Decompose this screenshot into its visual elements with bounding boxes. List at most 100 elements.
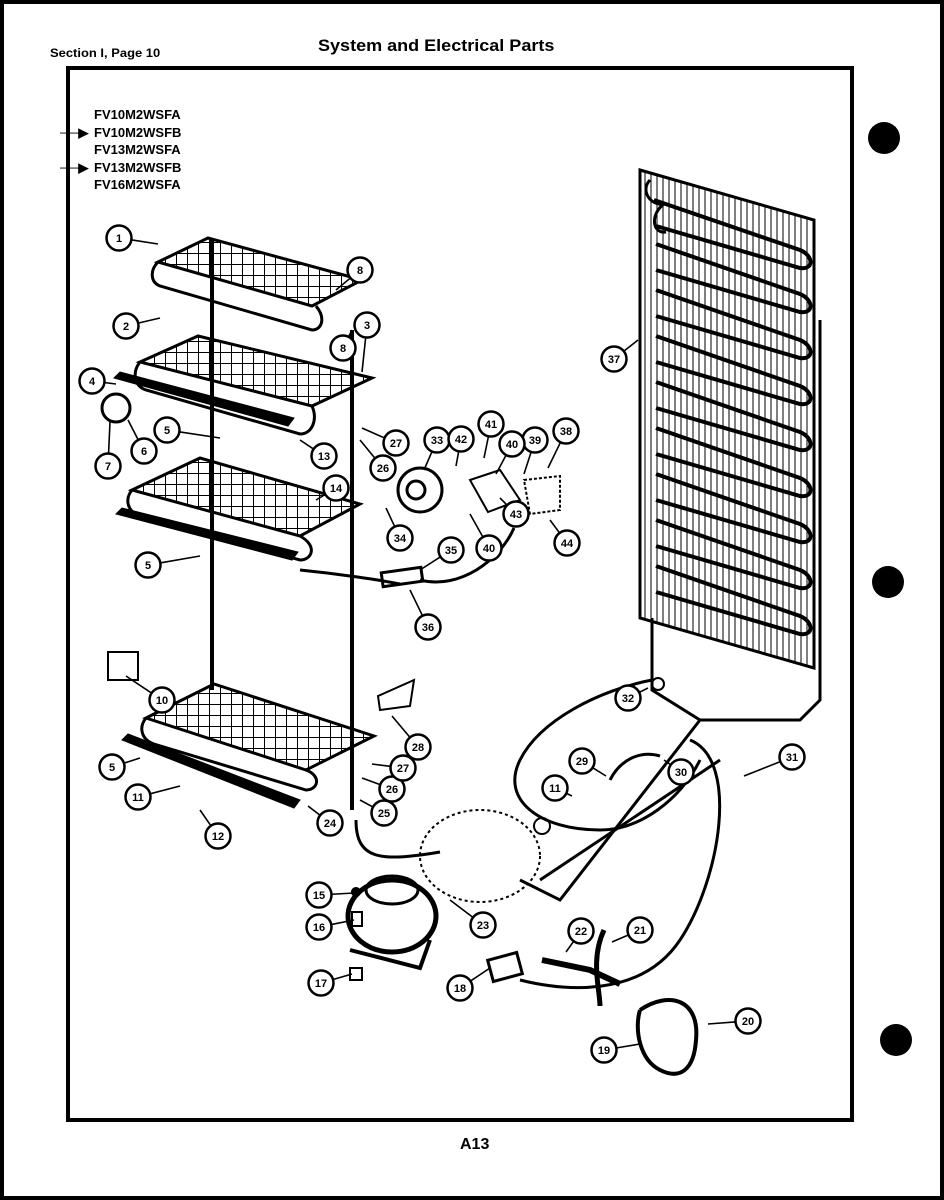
- callout-circle: [382, 429, 410, 457]
- leader-line: [371, 763, 391, 768]
- callout-10: 10: [125, 675, 176, 714]
- callout-37: 37: [600, 339, 639, 373]
- leader-line: [335, 277, 351, 291]
- leader-line: [707, 1021, 736, 1025]
- condenser-fan-assembly: [485, 928, 699, 1076]
- callout-2: 2: [112, 312, 161, 340]
- callout-number: 14: [330, 483, 343, 495]
- leader-line: [566, 792, 573, 797]
- callout-circle: [124, 783, 152, 811]
- leader-line: [385, 507, 396, 527]
- callout-circle: [600, 345, 628, 373]
- leader-line: [104, 381, 117, 385]
- leader-line: [523, 452, 532, 475]
- callout-43: 43: [499, 497, 530, 528]
- callout-number: 5: [145, 560, 151, 572]
- callout-28: 28: [391, 715, 432, 761]
- callout-number: 16: [313, 922, 325, 934]
- leader-line: [131, 239, 159, 245]
- callout-number: 22: [575, 926, 587, 938]
- arrow-right-icon: ──▶: [60, 124, 89, 140]
- compressor: [345, 809, 541, 971]
- callout-19: 19: [590, 1036, 641, 1064]
- callout-circle: [353, 311, 381, 339]
- callout-circle: [322, 474, 350, 502]
- callout-number: 26: [377, 463, 389, 475]
- diagram-frame: [66, 66, 854, 1122]
- leader-line: [391, 715, 411, 738]
- callout-number: 8: [340, 343, 346, 355]
- evaporator-shelf: [150, 236, 367, 332]
- binder-hole-icon: [872, 566, 904, 598]
- shelf-rack: [113, 236, 378, 810]
- leader-line: [549, 519, 560, 534]
- model-list: FV10M2WSFA ──▶FV10M2WSFB FV13M2WSFA ──▶F…: [60, 106, 182, 194]
- callout-42: 42: [447, 425, 475, 467]
- leader-line: [611, 934, 629, 943]
- leader-line: [409, 589, 424, 616]
- callout-circle: [130, 437, 158, 465]
- callout-number: 42: [455, 434, 467, 446]
- callout-number: 5: [109, 762, 115, 774]
- binder-hole-icon: [880, 1024, 912, 1056]
- callout-circle: [94, 452, 122, 480]
- leader-line: [483, 436, 490, 459]
- model-number: ──▶FV13M2WSFB: [60, 159, 182, 175]
- callout-number: 27: [390, 438, 402, 450]
- callout-circle: [386, 524, 414, 552]
- callout-number: 11: [549, 783, 561, 795]
- callout-circle: [477, 410, 505, 438]
- callout-circle: [105, 224, 133, 252]
- callout-20: 20: [707, 1007, 762, 1035]
- section-label: Section I, Page 10: [50, 46, 161, 60]
- leader-line: [743, 761, 781, 777]
- callout-circle: [447, 425, 475, 453]
- callout-6: 6: [127, 419, 158, 465]
- callout-8: 8: [335, 256, 374, 291]
- callout-circle: [148, 686, 176, 714]
- callout-11: 11: [124, 783, 181, 811]
- callout-number: 32: [622, 693, 634, 705]
- leader-line: [361, 427, 385, 439]
- callout-circle: [153, 416, 181, 444]
- callout-31: 31: [743, 743, 806, 777]
- model-number: FV10M2WSFA: [94, 107, 181, 122]
- callout-number: 25: [378, 808, 390, 820]
- callout-35: 35: [419, 536, 465, 571]
- callout-22: 22: [565, 917, 595, 953]
- evaporator-shelf: [121, 682, 378, 809]
- callout-39: 39: [521, 426, 549, 475]
- callout-circle: [553, 529, 581, 557]
- callout-27: 27: [371, 754, 417, 782]
- leader-line: [107, 421, 111, 454]
- callout-33: 33: [423, 426, 451, 471]
- defrost-timer: [379, 466, 561, 589]
- callout-number: 23: [477, 920, 489, 932]
- callout-32: 32: [614, 684, 649, 712]
- callout-circle: [78, 367, 106, 395]
- leader-line: [160, 555, 201, 564]
- callout-circle: [204, 822, 232, 850]
- callout-circle: [310, 442, 338, 470]
- callout-4: 4: [78, 367, 117, 395]
- arrow-right-icon: ──▶: [60, 159, 89, 175]
- leader-line: [495, 455, 507, 475]
- callout-circle: [378, 775, 406, 803]
- page-code: A13: [460, 1136, 490, 1153]
- callout-16: 16: [305, 913, 355, 941]
- model-number: ──▶FV10M2WSFB: [60, 124, 182, 140]
- callout-circle: [568, 747, 596, 775]
- callout-number: 7: [105, 461, 111, 473]
- callout-25: 25: [359, 799, 398, 827]
- callout-41: 41: [477, 410, 505, 459]
- callout-circle: [446, 974, 474, 1002]
- leader-line: [359, 799, 373, 808]
- callout-17: 17: [307, 969, 353, 997]
- callout-circle: [414, 613, 442, 641]
- callout-30: 30: [663, 758, 695, 786]
- callout-number: 10: [156, 695, 168, 707]
- callout-circle: [389, 754, 417, 782]
- callout-circle: [778, 743, 806, 771]
- callout-number: 31: [786, 752, 798, 764]
